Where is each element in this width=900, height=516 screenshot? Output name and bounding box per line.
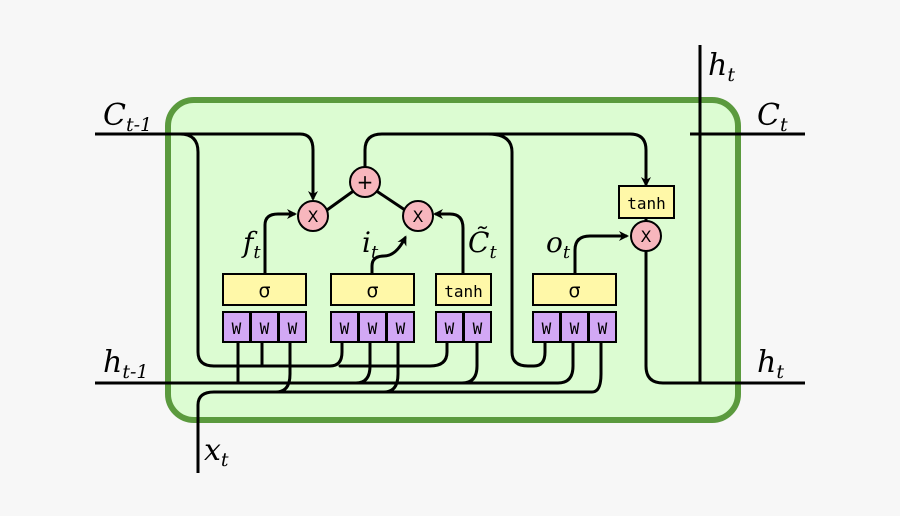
c-through-to-tanh-wire bbox=[363, 132, 651, 187]
cell-tanh-label: tanh bbox=[627, 194, 666, 213]
cell-tanh-box: tanh bbox=[618, 185, 675, 219]
h-through-top-wire bbox=[486, 132, 547, 368]
c-prev-label: Ct-1 bbox=[103, 98, 152, 136]
weight-label: W bbox=[598, 319, 608, 338]
h-prev-loop-wire bbox=[178, 132, 264, 368]
weight-label: W bbox=[260, 319, 270, 338]
h-next-right-label: ht bbox=[757, 345, 784, 383]
input-gate-to-mult-wire bbox=[370, 235, 407, 276]
forget-gate-label: σ bbox=[258, 280, 270, 302]
forget-to-add-wire bbox=[325, 190, 354, 212]
forget-weights: W W W bbox=[222, 311, 307, 343]
candidate-weights: W W bbox=[435, 311, 492, 343]
output-gate: σ bbox=[532, 273, 617, 306]
weight-label: W bbox=[396, 319, 406, 338]
add-icon: + bbox=[357, 170, 374, 194]
weight-label: W bbox=[232, 319, 242, 338]
candidate-gate-label: tanh bbox=[444, 282, 483, 301]
h-next-top-label: ht bbox=[708, 48, 735, 86]
output-gate-output-label: ot bbox=[546, 226, 571, 263]
h-prev-to-input-weights-wire bbox=[212, 340, 344, 368]
weight-label: W bbox=[542, 319, 552, 338]
h-prev-to-candidate-weights-wire bbox=[338, 340, 449, 368]
multiply-icon: X bbox=[413, 207, 424, 226]
add-node: + bbox=[349, 166, 381, 198]
h-prev-label: ht-1 bbox=[103, 345, 148, 383]
weight-label: W bbox=[473, 319, 483, 338]
weight-label: W bbox=[570, 319, 580, 338]
forget-gate: σ bbox=[222, 273, 307, 306]
input-gate-label: σ bbox=[366, 280, 378, 302]
candidate-gate: tanh bbox=[435, 273, 492, 306]
input-to-add-wire bbox=[376, 190, 407, 212]
x-input-label: xt bbox=[204, 433, 229, 471]
weight-label: W bbox=[368, 319, 378, 338]
output-gate-to-mult-wire bbox=[573, 231, 629, 276]
multiply-icon: X bbox=[641, 227, 652, 246]
weight-label: W bbox=[445, 319, 455, 338]
input-gate: σ bbox=[330, 273, 415, 306]
forget-multiply-node: X bbox=[297, 200, 329, 232]
output-weights: W W W bbox=[532, 311, 617, 343]
weight-label: W bbox=[288, 319, 298, 338]
output-multiply-node: X bbox=[630, 220, 662, 252]
input-weights: W W W bbox=[330, 311, 415, 343]
c-next-label: Ct bbox=[757, 98, 788, 136]
input-gate-output-label: it bbox=[362, 226, 379, 263]
multiply-icon: X bbox=[308, 207, 319, 226]
x-bundle-wire-3 bbox=[382, 340, 603, 394]
candidate-gate-to-mult-wire bbox=[433, 209, 465, 276]
weight-label: W bbox=[340, 319, 350, 338]
input-multiply-node: X bbox=[402, 200, 434, 232]
bundle-wire-3 bbox=[460, 340, 575, 385]
c-prev-to-forget-mult-wire bbox=[178, 132, 318, 201]
output-mult-to-h-wire bbox=[644, 250, 702, 385]
forget-gate-to-mult-wire bbox=[263, 209, 297, 276]
candidate-output-label: C̃t bbox=[468, 226, 497, 263]
output-gate-label: σ bbox=[568, 280, 580, 302]
